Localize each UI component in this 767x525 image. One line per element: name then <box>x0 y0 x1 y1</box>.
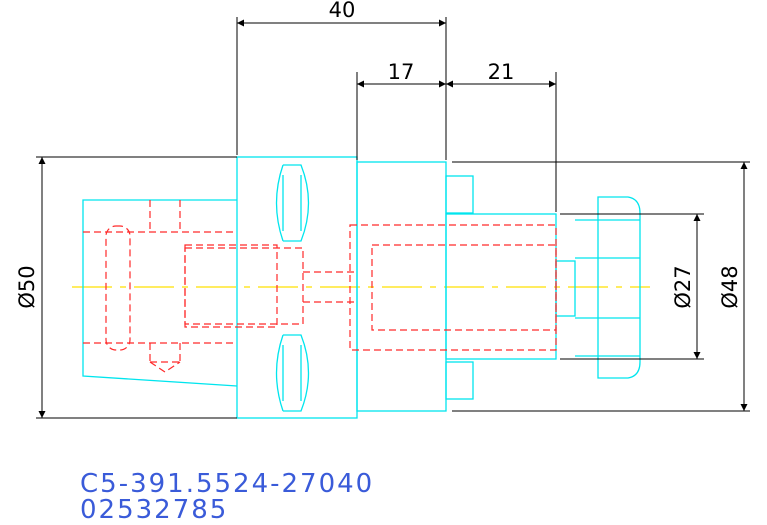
hidden-lines <box>83 200 557 373</box>
dim-right-diameter: Ø48 <box>718 265 742 308</box>
dim-section-a: 17 <box>388 60 415 84</box>
dim-section-b: 21 <box>488 60 515 84</box>
part-outline <box>82 156 641 419</box>
part-number: C5-391.5524-27040 <box>80 469 375 499</box>
dim-overall-length: 40 <box>329 0 356 22</box>
order-code: 02532785 <box>80 495 229 525</box>
dim-bore-diameter: Ø27 <box>671 265 695 308</box>
dimension-lines <box>36 17 750 419</box>
dim-left-diameter: Ø50 <box>15 265 39 308</box>
technical-drawing: 40 17 21 Ø50 Ø27 Ø48 <box>15 0 750 419</box>
